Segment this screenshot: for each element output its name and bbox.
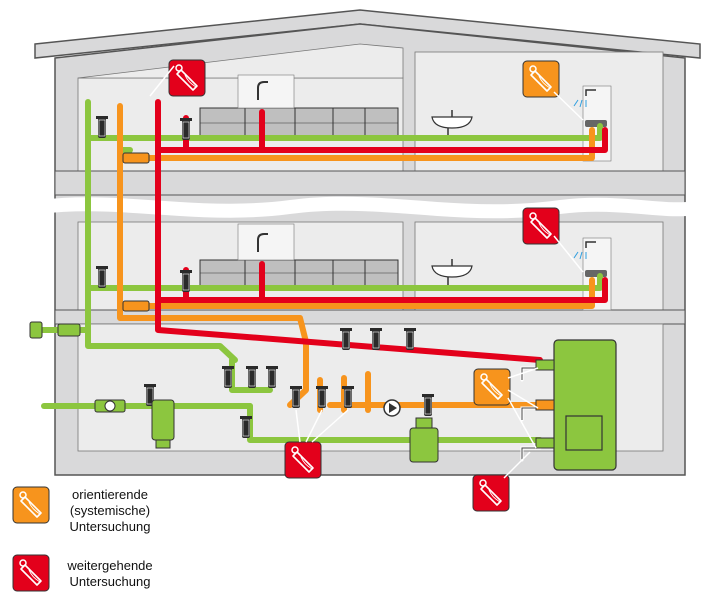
legend-red-line1: weitergehende	[67, 558, 153, 573]
legend-red-icon	[12, 554, 50, 592]
legend-orange-line2: (systemische)	[69, 503, 151, 518]
kitchen-cabinets-middle	[199, 223, 399, 288]
legend-orange-label: orientierende (systemische) Untersuchung	[60, 487, 160, 535]
pressure-group	[409, 417, 439, 463]
circulation-pump-icon	[383, 399, 401, 417]
bathroom-sink-middle	[431, 259, 473, 288]
legend-orange-line1: orientierende	[72, 487, 148, 502]
sampling-marker-red-basement	[284, 441, 322, 479]
roof	[34, 9, 701, 59]
legend-red-label: weitergehende Untersuchung	[60, 558, 160, 590]
pipe-fittings	[29, 152, 150, 413]
water-heater-icon	[535, 339, 617, 471]
attic-gable	[77, 43, 404, 79]
legend-orange-icon	[12, 486, 50, 524]
sampling-marker-red-top	[168, 59, 206, 97]
sampling-marker-red-heater	[472, 474, 510, 512]
filter-icon	[151, 399, 175, 449]
legend-orange-line3: Untersuchung	[69, 519, 151, 534]
sampling-marker-orange-upper-right	[522, 60, 560, 98]
sampling-marker-red-middle-right	[522, 207, 560, 245]
floor-slab-upper	[54, 170, 686, 196]
sampling-marker-orange-heater	[473, 368, 511, 406]
legend-red-line2: Untersuchung	[69, 574, 151, 589]
bathroom-sink-upper	[431, 110, 473, 140]
pointer-lines	[149, 65, 584, 479]
kitchen-cabinets-upper	[199, 74, 399, 139]
